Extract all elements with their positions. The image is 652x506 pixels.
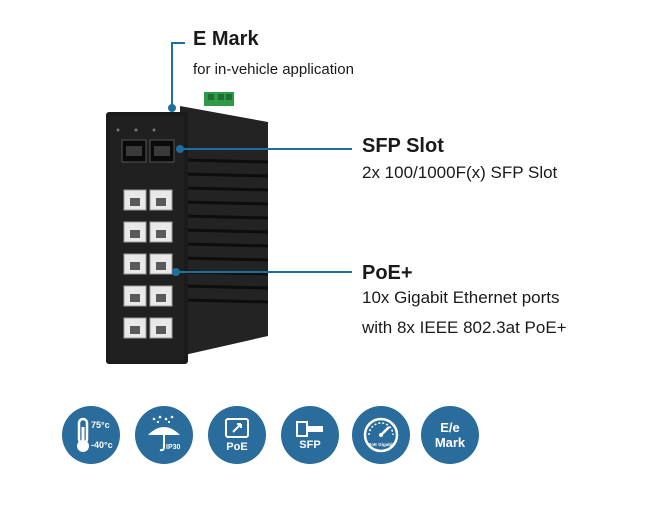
sfp-leader-line <box>180 148 352 150</box>
emark-badge-label-1: E/e <box>440 420 460 435</box>
poe-description-line-2: with 8x IEEE 802.3at PoE+ <box>362 318 567 337</box>
emark-description: for in-vehicle application <box>193 61 354 78</box>
emark-badge: E/e Mark <box>421 406 479 464</box>
poe-badge: PoE <box>208 406 266 464</box>
poe-icon <box>225 418 249 438</box>
emark-leader-line-vertical <box>171 42 173 108</box>
sfp-title: SFP Slot <box>362 135 444 157</box>
temperature-low: -40°c <box>91 440 113 450</box>
sfp-description: 2x 100/1000F(x) SFP Slot <box>362 163 558 182</box>
temperature-range-badge: 75°c -40°c <box>62 406 120 464</box>
emark-leader-line-horizontal <box>171 42 185 44</box>
sfp-badge: SFP <box>281 406 339 464</box>
sfp-icon <box>296 421 323 437</box>
sfp-leader-dot <box>176 145 184 153</box>
poe-leader-dot <box>172 268 180 276</box>
emark-leader-dot <box>168 104 176 112</box>
poe-title: PoE+ <box>362 262 413 284</box>
gigabit-badge: PoE Gigabit <box>352 406 410 464</box>
ip30-badge: IP30 <box>135 406 193 464</box>
gauge-icon: PoE Gigabit <box>363 417 399 453</box>
industrial-switch-image <box>106 92 269 364</box>
sfp-label: SFP <box>299 439 321 451</box>
poe-description-line-1: 10x Gigabit Ethernet ports <box>362 288 560 307</box>
gigabit-label: PoE Gigabit <box>368 442 394 447</box>
poe-label: PoE <box>226 441 248 453</box>
emark-badge-label-2: Mark <box>434 435 466 450</box>
thermometer-icon: 75°c -40°c <box>77 417 113 452</box>
emark-title: E Mark <box>193 28 259 50</box>
temperature-high: 75°c <box>91 420 110 430</box>
ip30-label: IP30 <box>166 444 181 451</box>
umbrella-icon: IP30 <box>148 415 181 452</box>
poe-leader-line <box>176 271 352 273</box>
